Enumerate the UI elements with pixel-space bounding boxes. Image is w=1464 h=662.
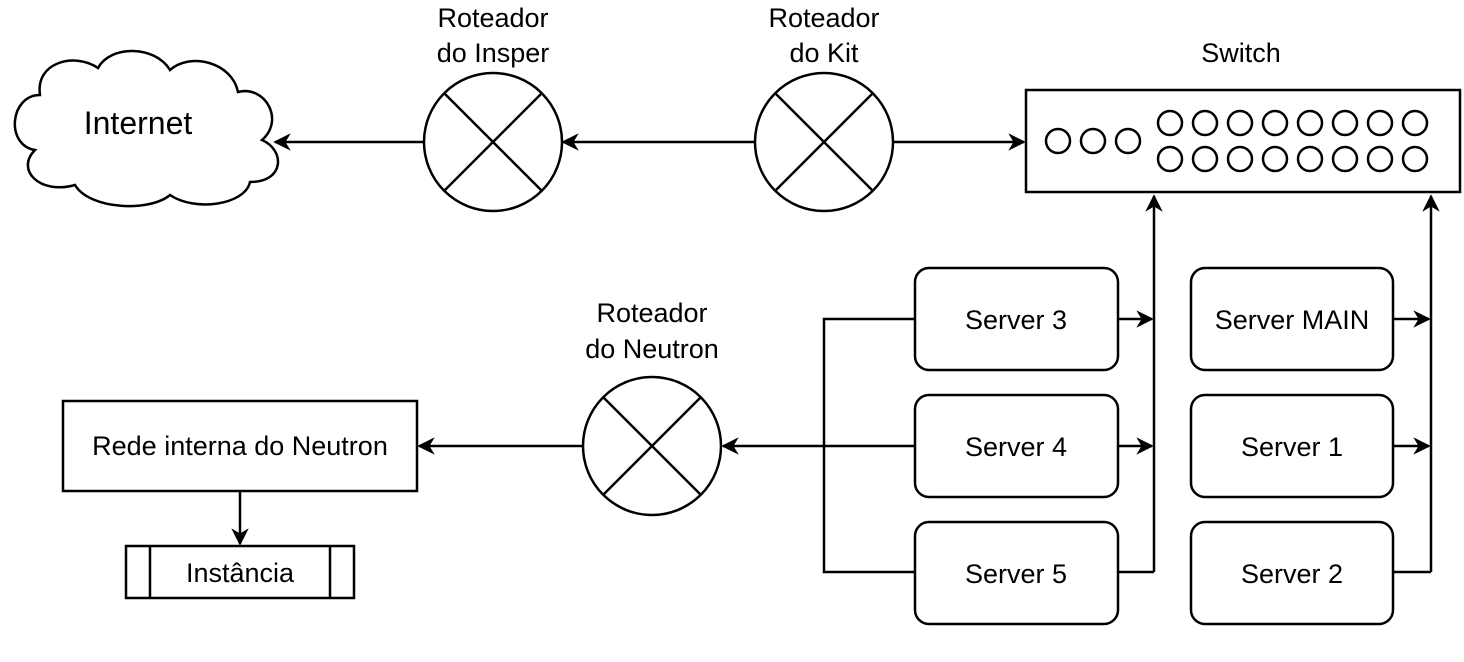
server-1: Server 1 — [1189, 393, 1395, 499]
switch: Switch — [1024, 38, 1462, 194]
switch-ports — [1044, 109, 1429, 173]
server-main: Server MAIN — [1189, 266, 1395, 372]
server-4: Server 4 — [913, 393, 1120, 499]
instancia-box: Instância — [124, 544, 356, 600]
server-1-label: Server 1 — [1241, 432, 1343, 462]
router-kit-label-2: do Kit — [789, 38, 859, 68]
server-5-label: Server 5 — [965, 559, 1067, 589]
server-3-label: Server 3 — [965, 305, 1067, 335]
server-3: Server 3 — [913, 266, 1120, 372]
router-insper-label-2: do Insper — [437, 38, 550, 68]
switch-label: Switch — [1201, 38, 1281, 68]
server-5: Server 5 — [913, 520, 1120, 626]
server-main-label: Server MAIN — [1215, 305, 1370, 335]
router-kit-label-1: Roteador — [768, 3, 879, 33]
router-neutron: Roteador do Neutron — [581, 298, 723, 517]
router-neutron-label-1: Roteador — [596, 298, 707, 328]
router-insper-label-1: Roteador — [437, 3, 548, 33]
rede-interna-label: Rede interna do Neutron — [92, 431, 388, 461]
internet-cloud: Internet — [13, 49, 280, 208]
router-kit: Roteador do Kit — [753, 3, 895, 213]
router-insper: Roteador do Insper — [422, 3, 564, 213]
server-2: Server 2 — [1189, 520, 1395, 626]
server-4-label: Server 4 — [965, 432, 1067, 462]
instancia-label: Instância — [186, 558, 295, 588]
rede-interna-box: Rede interna do Neutron — [61, 399, 419, 493]
internet-label: Internet — [84, 105, 193, 141]
server-2-label: Server 2 — [1241, 559, 1343, 589]
router-neutron-label-2: do Neutron — [585, 334, 719, 364]
